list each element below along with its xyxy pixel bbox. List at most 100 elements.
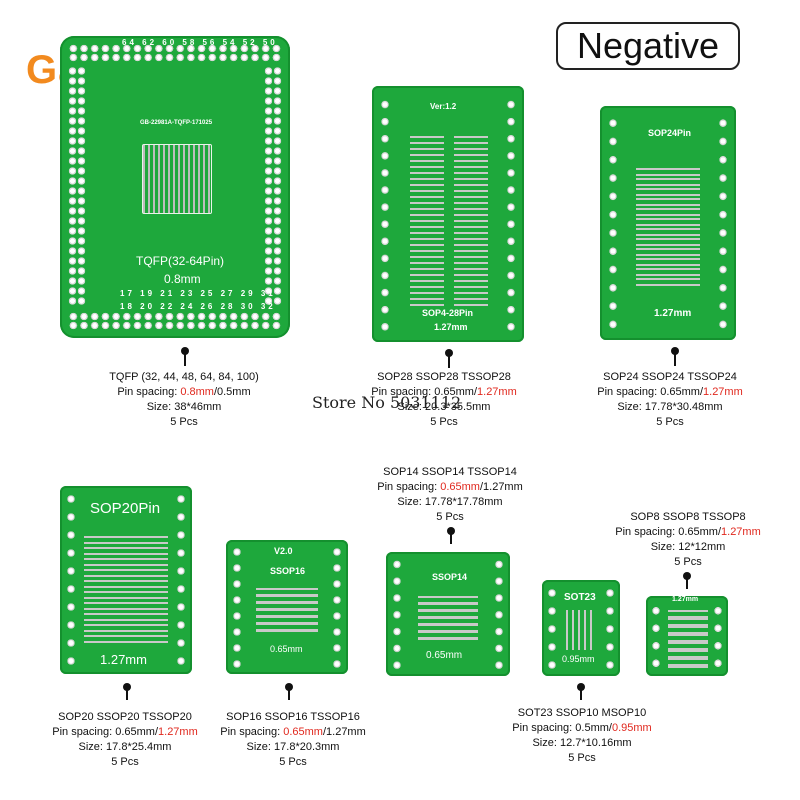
label-sop16: SOP16 SSOP16 TSSOP16 Pin spacing: 0.65mm… — [198, 710, 388, 770]
label-qty: 5 Pcs — [279, 756, 307, 768]
board-sop24: SOP24Pin 1.27mm — [600, 106, 736, 340]
label-spacing: Pin spacing: 0.8mm/0.5mm — [117, 386, 251, 398]
pin-holes — [648, 602, 664, 672]
label-size: Size: 12.7*10.16mm — [532, 737, 632, 749]
sop16-name: SSOP16 — [270, 566, 306, 576]
pin-holes — [376, 96, 394, 336]
label-tqfp: TQFP (32, 44, 48, 64, 84, 100) Pin spaci… — [84, 370, 284, 430]
pin-holes — [604, 114, 622, 334]
board-sop14: SSOP14 0.65mm — [386, 552, 510, 676]
label-spacing: Pin spacing: 0.65mm/1.27mm — [377, 481, 523, 493]
label-title: SOT23 SSOP10 MSOP10 — [517, 707, 647, 719]
sop20-pitch: 1.27mm — [100, 652, 147, 667]
label-qty: 5 Pcs — [111, 756, 139, 768]
board-sop16: V2.0 SSOP16 0.65mm — [226, 540, 348, 674]
pointer — [447, 527, 455, 544]
label-title: SOP24 SSOP24 TSSOP24 — [603, 371, 737, 383]
sop24-pitch: 1.27mm — [654, 308, 692, 319]
sot23-pitch: 0.95mm — [562, 654, 595, 664]
label-size: Size: 17.8*25.4mm — [78, 741, 172, 753]
label-spacing: Pin spacing: 0.65mm/1.27mm — [371, 386, 517, 398]
sop16-version: V2.0 — [274, 546, 293, 556]
board-sot23: SOT23 0.95mm — [542, 580, 620, 676]
board-tqfp: 64 62 60 58 56 54 52 50 GB-22981A-TQFP-1… — [60, 36, 290, 338]
pin-holes — [228, 544, 246, 672]
sot23-pads — [566, 610, 596, 650]
sop28-pads-right — [454, 136, 488, 306]
sop20-name: SOP20Pin — [90, 500, 161, 517]
label-sop24: SOP24 SSOP24 TSSOP24 Pin spacing: 0.65mm… — [570, 370, 770, 430]
pointer — [285, 683, 293, 700]
label-title: SOP8 SSOP8 TSSOP8 — [630, 511, 746, 523]
sop28-name: SOP4-28Pin — [422, 308, 474, 318]
label-size: Size: 17.8*20.3mm — [246, 741, 340, 753]
sop24-pads — [636, 168, 700, 288]
label-qty: 5 Pcs — [674, 556, 702, 568]
pin-holes — [172, 490, 190, 670]
sop14-pads — [418, 596, 478, 642]
pin-holes — [544, 584, 560, 674]
board-sop28: Ver:1.2 SOP4-28Pin 1.27mm — [372, 86, 524, 342]
label-spacing: Pin spacing: 0.65mm/1.27mm — [597, 386, 743, 398]
sop28-pitch: 1.27mm — [434, 322, 468, 332]
label-sop28: SOP28 SSOP28 TSSOP28 Pin spacing: 0.65mm… — [344, 370, 544, 430]
pin-holes — [490, 556, 508, 674]
tqfp-top-pin-numbers: 64 62 60 58 56 54 52 50 — [122, 38, 278, 47]
label-size: Size: 38*46mm — [146, 401, 222, 413]
pin-holes — [68, 44, 282, 62]
label-spacing: Pin spacing: 0.65mm/1.27mm — [52, 726, 198, 738]
tqfp-code: GB-22981A-TQFP-171025 — [140, 120, 213, 126]
tqfp-bottom-pin-numbers-2: 18 20 22 24 26 28 30 32 — [120, 302, 276, 311]
board-sop20: SOP20Pin 1.27mm — [60, 486, 192, 674]
pin-holes — [62, 490, 80, 670]
negative-badge: Negative — [556, 22, 740, 70]
sop28-version: Ver:1.2 — [430, 102, 457, 111]
tqfp-pitch: 0.8mm — [164, 272, 201, 286]
label-sop20: SOP20 SSOP20 TSSOP20 Pin spacing: 0.65mm… — [30, 710, 220, 770]
tqfp-name: TQFP(32-64Pin) — [136, 254, 225, 268]
sop16-pitch: 0.65mm — [270, 644, 303, 654]
label-sop14: SOP14 SSOP14 TSSOP14 Pin spacing: 0.65mm… — [350, 465, 550, 525]
pin-holes — [710, 602, 726, 672]
label-spacing: Pin spacing: 0.5mm/0.95mm — [512, 722, 652, 734]
pin-holes — [68, 312, 282, 330]
label-title: TQFP (32, 44, 48, 64, 84, 100) — [109, 371, 259, 383]
tqfp-bottom-pin-numbers: 17 19 21 23 25 27 29 31 — [120, 289, 276, 298]
pin-holes — [68, 66, 86, 306]
pin-holes — [328, 544, 346, 672]
pin-holes — [602, 584, 618, 674]
label-size: Size: 17.78*30.48mm — [617, 401, 723, 413]
pointer — [123, 683, 131, 700]
pointer — [577, 683, 585, 700]
label-qty: 5 Pcs — [656, 416, 684, 428]
pointer — [181, 347, 189, 366]
label-title: SOP28 SSOP28 TSSOP28 — [377, 371, 511, 383]
store-watermark: Store No 5031112 — [312, 393, 462, 412]
sop14-name: SSOP14 — [432, 572, 468, 582]
sop24-name: SOP24Pin — [648, 128, 692, 138]
pin-holes — [714, 114, 732, 334]
label-size: Size: 17.78*17.78mm — [397, 496, 503, 508]
label-qty: 5 Pcs — [170, 416, 198, 428]
label-qty: 5 Pcs — [430, 416, 458, 428]
pointer — [445, 349, 453, 368]
pin-holes — [388, 556, 406, 674]
pin-holes — [264, 66, 282, 306]
label-title: SOP16 SSOP16 TSSOP16 — [226, 711, 360, 723]
sop20-pads — [84, 536, 168, 646]
label-sot23: SOT23 SSOP10 MSOP10 Pin spacing: 0.5mm/0… — [482, 706, 682, 766]
sop8-pitch: 1.27mm — [672, 596, 699, 603]
sot23-name: SOT23 — [564, 592, 596, 603]
label-size: Size: 12*12mm — [650, 541, 726, 553]
pointer — [671, 347, 679, 366]
sop28-pads-left — [410, 136, 444, 306]
label-sop8: SOP8 SSOP8 TSSOP8 Pin spacing: 0.65mm/1.… — [588, 510, 788, 570]
pointer — [683, 572, 691, 589]
label-spacing: Pin spacing: 0.65mm/1.27mm — [615, 526, 761, 538]
sop16-pads — [256, 588, 318, 636]
label-spacing: Pin spacing: 0.65mm/1.27mm — [220, 726, 366, 738]
sop14-pitch: 0.65mm — [426, 650, 463, 661]
sop8-pads — [668, 610, 708, 668]
label-size: Size: 20.3*35.5mm — [397, 401, 491, 413]
label-qty: 5 Pcs — [436, 511, 464, 523]
